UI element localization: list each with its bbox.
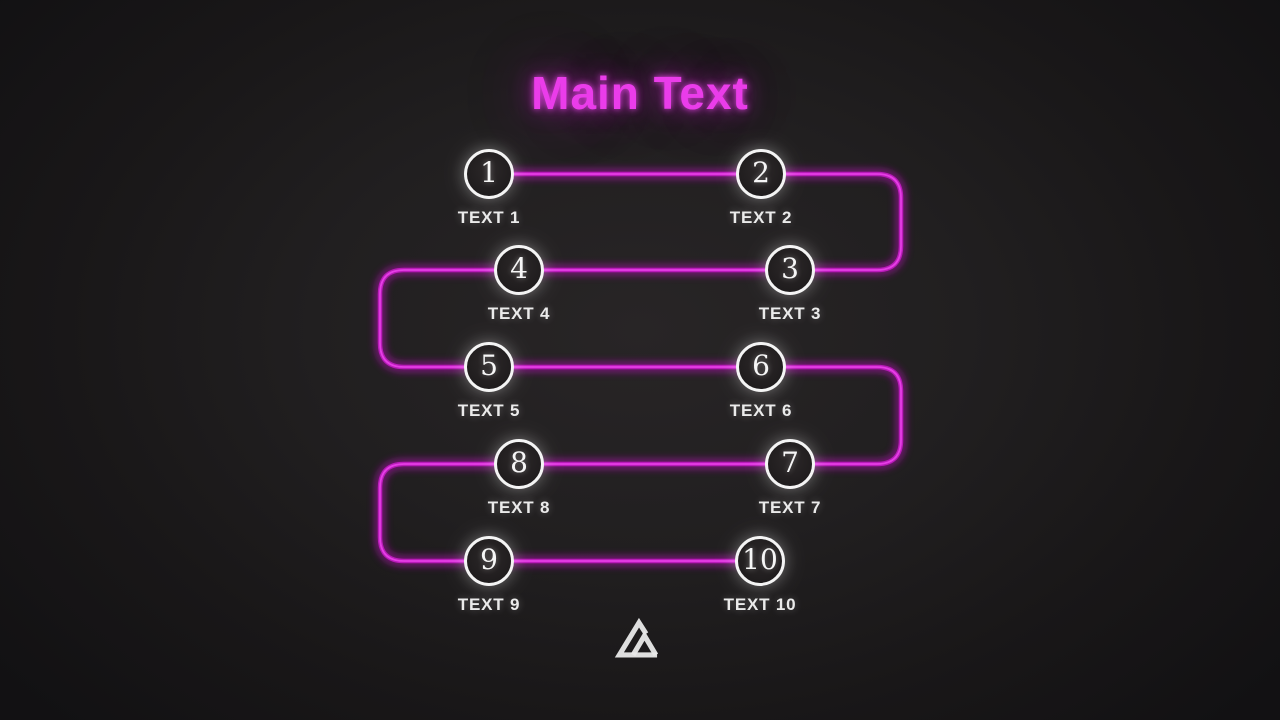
step-number: 2 bbox=[752, 156, 770, 189]
step-label: TEXT 2 bbox=[729, 208, 793, 227]
step-circle: 5 bbox=[464, 342, 514, 392]
page-title: Main Text bbox=[531, 67, 749, 119]
step-label: TEXT 7 bbox=[758, 498, 822, 517]
step-number: 4 bbox=[510, 252, 528, 285]
step-circle: 2 bbox=[736, 149, 786, 199]
step-number: 7 bbox=[781, 446, 799, 479]
step-circle: 9 bbox=[464, 536, 514, 586]
step-number: 5 bbox=[480, 349, 498, 382]
step-label: TEXT 9 bbox=[457, 595, 521, 614]
step-number: 8 bbox=[510, 446, 528, 479]
connector-core bbox=[379, 173, 902, 562]
step-label: TEXT 3 bbox=[758, 304, 822, 323]
mountain-peaks-icon bbox=[614, 617, 659, 658]
step-circle: 7 bbox=[765, 439, 815, 489]
step-label: TEXT 8 bbox=[487, 498, 551, 517]
step-number: 3 bbox=[781, 252, 799, 285]
step-circle: 10 bbox=[735, 536, 785, 586]
step-circle: 1 bbox=[464, 149, 514, 199]
step-label: TEXT 1 bbox=[457, 208, 521, 227]
step-circle: 8 bbox=[494, 439, 544, 489]
step-label: TEXT 5 bbox=[457, 401, 521, 420]
step-circle: 3 bbox=[765, 245, 815, 295]
step-circle: 4 bbox=[494, 245, 544, 295]
step-circle: 6 bbox=[736, 342, 786, 392]
step-number: 1 bbox=[480, 156, 498, 189]
step-number: 6 bbox=[752, 349, 770, 382]
step-number: 10 bbox=[742, 543, 778, 576]
step-label: TEXT 6 bbox=[729, 401, 793, 420]
step-number: 9 bbox=[480, 543, 498, 576]
step-label: TEXT 4 bbox=[487, 304, 551, 323]
step-label: TEXT 10 bbox=[723, 595, 797, 614]
